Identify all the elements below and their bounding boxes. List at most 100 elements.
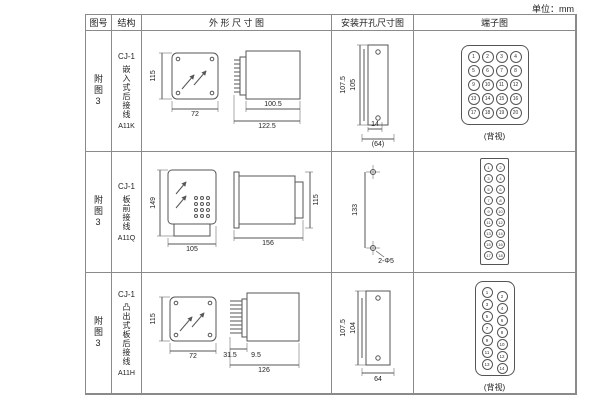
terminal-circle: 11	[484, 218, 493, 227]
dim-label: 31.5	[223, 352, 237, 359]
terminal-circle: 18	[496, 251, 505, 260]
model-label: CJ-1	[118, 52, 135, 61]
row2-install-drawing: 133 2-Φ5	[332, 152, 414, 273]
terminal-circle: 12	[496, 218, 505, 227]
dim-label: 104	[350, 322, 358, 334]
terminal-circle: 18	[481, 107, 494, 119]
mount-label: 嵌入式后接线	[122, 65, 131, 119]
terminal-circle: 10	[496, 339, 508, 350]
terminal-circle: 5	[467, 65, 480, 77]
mount-label: 凸出式板后接线	[122, 302, 131, 366]
dim-label: 156	[262, 240, 274, 247]
row2-figure-cell: 附图3	[86, 152, 112, 273]
row2-structure-cell: CJ-1 板前接线 A11Q	[112, 152, 142, 273]
view-caption: (背视)	[483, 383, 506, 392]
dim-label: 115	[150, 70, 158, 82]
terminal-circle: 4	[496, 303, 508, 314]
terminal-circle: 15	[484, 240, 493, 249]
view-caption: (背视)	[483, 132, 506, 141]
install-hole-view	[364, 165, 385, 258]
dim-label: 64	[374, 376, 382, 383]
dim-label: 2-Φ5	[378, 258, 394, 265]
row3-structure-cell: CJ-1 凸出式板后接线 A11H	[112, 273, 142, 394]
row2-outline-drawing: 149 105 156 115	[142, 152, 332, 273]
row1-install-drawing: 107.5 105 14 (64)	[332, 31, 414, 152]
terminal-circle: 9	[484, 207, 493, 216]
terminal-circle: 5	[481, 311, 493, 322]
terminal-circle: 3	[481, 299, 493, 310]
terminal-circle: 8	[509, 65, 522, 77]
dim-label: 149	[150, 197, 158, 209]
col-header-fig: 图号	[86, 15, 112, 31]
terminal-circle: 12	[496, 351, 508, 362]
model-label: CJ-1	[118, 182, 135, 191]
terminal-circle: 13	[484, 229, 493, 238]
row3-install-drawing: 107.5 104 64	[332, 273, 414, 394]
outline-front-side-views	[159, 292, 300, 368]
row1-figure-cell: 附图3	[86, 31, 112, 152]
row3-figure-cell: 附图3	[86, 273, 112, 394]
terminal-circle: 3	[495, 51, 508, 63]
dim-label: (64)	[371, 141, 385, 148]
dim-label: 72	[191, 111, 199, 118]
col-header-install: 安装开孔尺寸图	[332, 15, 414, 31]
dim-label: 14	[371, 121, 379, 128]
terminal-circle: 6	[481, 65, 494, 77]
terminal-circle: 10	[481, 79, 494, 91]
terminal-circle: 16	[509, 93, 522, 105]
code-label: A11H	[118, 369, 135, 377]
terminal-circle: 2	[496, 163, 505, 172]
terminal-circle: 12	[509, 79, 522, 91]
install-hole-view	[357, 44, 395, 142]
model-label: CJ-1	[118, 289, 135, 299]
unit-note: 单位：mm	[532, 4, 574, 14]
terminal-circle: 9	[481, 335, 493, 346]
row1-outline-drawing: 115 72 100.5 122.5	[142, 31, 332, 152]
terminal-circle: 7	[495, 65, 508, 77]
dim-label: 107.5	[340, 319, 348, 337]
terminal-circle: 13	[467, 93, 480, 105]
col-header-structure: 结构	[112, 15, 142, 31]
terminal-circle: 8	[496, 196, 505, 205]
dim-label: 107.5	[340, 76, 348, 94]
dim-label: 72	[189, 353, 197, 360]
terminal-circle: 1	[484, 163, 493, 172]
figure-label: 附图3	[93, 74, 103, 108]
outline-front-side-views	[157, 169, 313, 247]
dim-label: 126	[258, 367, 270, 374]
dim-label: 100.5	[264, 101, 282, 108]
terminal-circle: 11	[495, 79, 508, 91]
dim-label: 105	[186, 246, 198, 253]
terminal-circle: 3	[484, 174, 493, 183]
install-hole-view	[355, 290, 395, 376]
terminal-circle: 8	[496, 327, 508, 338]
terminal-circle: 5	[484, 185, 493, 194]
terminal-circle: 14	[496, 363, 508, 374]
figure-label: 附图3	[93, 316, 103, 350]
terminal-circle: 13	[481, 359, 493, 370]
dim-label: 105	[350, 79, 358, 91]
terminal-circle: 20	[509, 107, 522, 119]
terminal-circle: 4	[509, 51, 522, 63]
outline-front-side-views	[159, 50, 301, 124]
spec-table: 图号 结构 外 形 尺 寸 图 安装开孔尺寸图 端子图 附图3 CJ-1 嵌入式…	[85, 14, 577, 395]
dim-label: 133	[352, 204, 360, 216]
terminal-circle: 15	[495, 93, 508, 105]
terminal-circle: 17	[484, 251, 493, 260]
terminal-circle: 16	[496, 240, 505, 249]
figure-label: 附图3	[93, 195, 103, 229]
col-header-outline: 外 形 尺 寸 图	[142, 15, 332, 31]
terminal-circle: 7	[481, 323, 493, 334]
terminal-circle: 6	[496, 185, 505, 194]
dim-label: 115	[313, 194, 321, 206]
terminal-circle: 2	[496, 291, 508, 302]
